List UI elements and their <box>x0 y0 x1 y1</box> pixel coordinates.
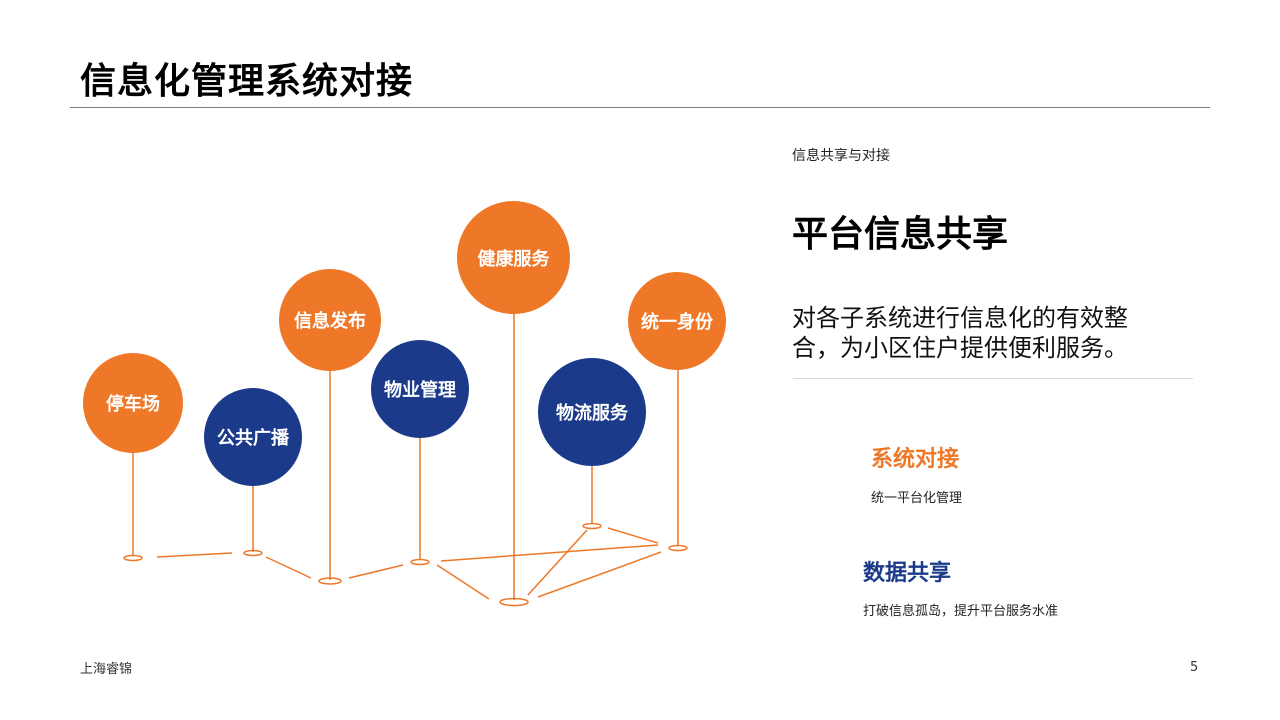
section-kicker: 信息共享与对接 <box>792 148 890 164</box>
title-divider <box>70 107 1210 108</box>
feature-desc-data-sharing: 打破信息孤岛，提升平台服务水准 <box>863 604 1059 619</box>
node-property: 物业管理 <box>371 340 469 438</box>
section-description: 对各子系统进行信息化的有效整合，为小区住户提供便利服务。 <box>792 304 1128 362</box>
node-info-release: 信息发布 <box>279 269 381 371</box>
feature-title-data-sharing: 数据共享 <box>863 561 952 586</box>
node-broadcast: 公共广播 <box>204 388 302 486</box>
node-identity: 统一身份 <box>628 272 726 370</box>
network-lines <box>123 313 688 607</box>
feature-title-system-integration: 系统对接 <box>871 447 960 472</box>
node-health: 健康服务 <box>457 201 570 314</box>
system-network-diagram: 停车场 公共广播 信息发布 物业管理 健康服务 物流服务 统一身份 <box>83 201 726 607</box>
node-logistics: 物流服务 <box>538 358 646 466</box>
page-title: 信息化管理系统对接 <box>80 61 414 102</box>
section-heading: 平台信息共享 <box>792 214 1009 255</box>
footer-brand: 上海睿锦 <box>80 662 133 677</box>
page-number: 5 <box>1190 660 1199 675</box>
section-divider <box>793 378 1193 379</box>
feature-desc-system-integration: 统一平台化管理 <box>871 491 963 506</box>
node-parking: 停车场 <box>83 353 183 453</box>
